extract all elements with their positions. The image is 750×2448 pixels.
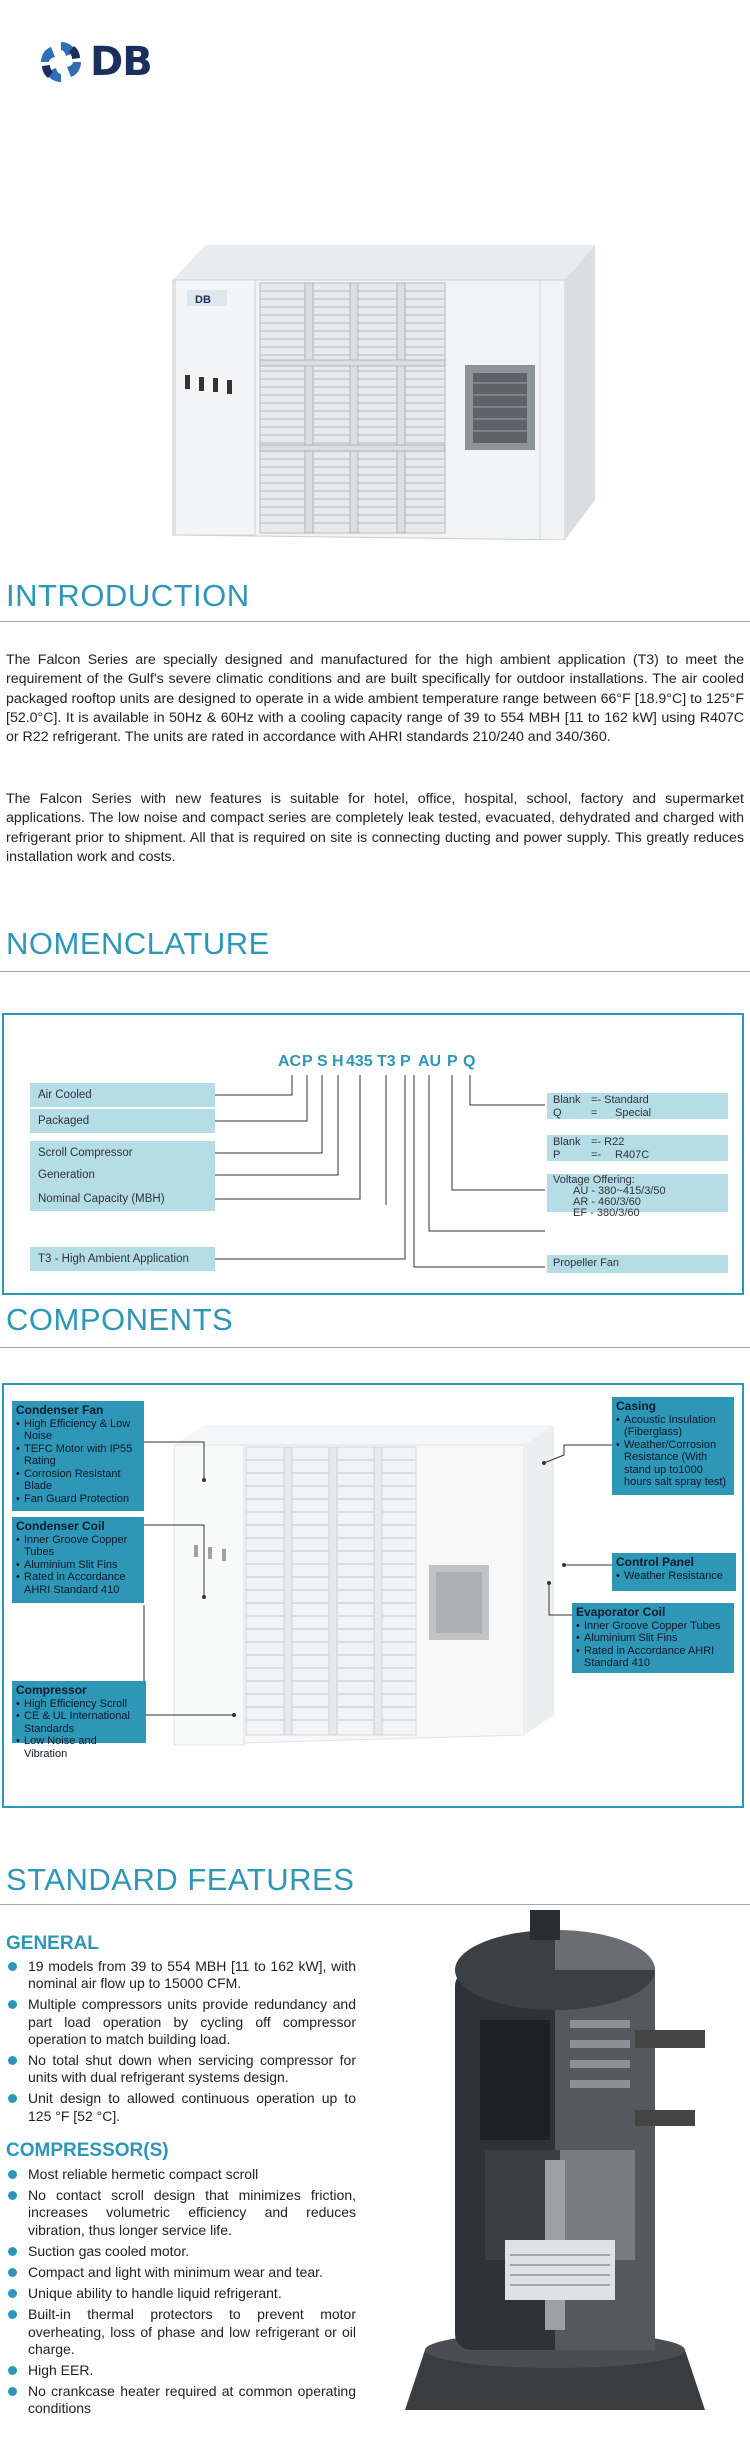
- nomenclature-option-key-2: Q: [553, 1107, 562, 1119]
- component-evaporator-coil: Evaporator Coil Inner Groove Copper Tube…: [572, 1603, 734, 1673]
- nomenclature-label-air-cooled: Air Cooled: [30, 1083, 215, 1107]
- nomenclature-code-refrigerant: P: [447, 1053, 458, 1070]
- component-compressor-item-3: Low Noise and Vibration: [16, 1735, 142, 1760]
- rooftop-unit-image: DB: [172, 245, 595, 540]
- component-condenser-fan: Condenser Fan High Efficiency & Low Nois…: [12, 1401, 144, 1511]
- nomenclature-code-t3: T3: [377, 1053, 396, 1070]
- component-condenser-coil-item-1: Inner Groove Copper Tubes: [16, 1534, 140, 1559]
- compressors-heading: COMPRESSOR(S): [6, 2140, 169, 2161]
- standard-features-divider: [0, 1904, 750, 1905]
- compressor-feature-item: Built-in thermal protectors to prevent m…: [6, 2306, 356, 2358]
- nomenclature-refrigerant-eq-2: =-: [591, 1149, 602, 1161]
- nomenclature-code-ac: AC: [278, 1053, 302, 1070]
- component-control-panel-title: Control Panel: [616, 1555, 695, 1569]
- nomenclature-connector-lines: [214, 1075, 545, 1268]
- component-condenser-coil: Condenser Coil Inner Groove Copper Tubes…: [12, 1517, 144, 1603]
- general-feature-item: No total shut down when servicing compre…: [6, 2052, 356, 2086]
- nomenclature-label-scroll-compressor: Scroll Compressor: [30, 1141, 215, 1165]
- nomenclature-diagram: AC P S H 435 T3 P AU P Q Air Cooled Pack…: [2, 1013, 744, 1295]
- compressor-feature-item: Compact and light with minimum wear and …: [6, 2264, 356, 2281]
- component-condenser-coil-item-2: Aluminium Slit Fins: [16, 1559, 140, 1572]
- nomenclature-refrigerant-key-2: P: [553, 1149, 561, 1161]
- component-control-panel-item-1: Weather Resistance: [616, 1570, 732, 1583]
- nomenclature-option-key-1: Blank: [553, 1094, 581, 1106]
- component-evaporator-coil-title: Evaporator Coil: [576, 1605, 666, 1619]
- introduction-paragraph-1: The Falcon Series are specially designed…: [6, 652, 744, 746]
- nomenclature-code-option: Q: [463, 1053, 476, 1070]
- component-compressor-item-1: High Efficiency Scroll: [16, 1698, 142, 1711]
- nomenclature-refrigerant-value-1: =- R22: [591, 1136, 625, 1148]
- nomenclature-refrigerant-value-2: R407C: [615, 1149, 650, 1161]
- compressor-feature-item: Unique ability to handle liquid refriger…: [6, 2285, 356, 2302]
- component-casing: Casing Acoustic Insulation (Fiberglass) …: [612, 1397, 734, 1495]
- svg-text:DB: DB: [195, 294, 211, 306]
- introduction-paragraph-2: The Falcon Series with new features is s…: [6, 791, 744, 865]
- general-heading: GENERAL: [6, 1933, 99, 1954]
- component-condenser-fan-title: Condenser Fan: [16, 1403, 104, 1417]
- nomenclature-label-capacity: Nominal Capacity (MBH): [30, 1187, 215, 1211]
- brand-logo-icon: [41, 42, 81, 82]
- nomenclature-voltage-box: Voltage Offering: AU - 380~415/3/50 AR -…: [547, 1174, 728, 1219]
- component-condenser-fan-item-3: Corrosion Resistant Blade: [16, 1468, 140, 1493]
- component-control-panel: Control Panel Weather Resistance: [612, 1553, 736, 1591]
- component-casing-item-1: Acoustic Insulation (Fiberglass): [616, 1414, 730, 1439]
- nomenclature-label-t3: T3 - High Ambient Application: [30, 1247, 215, 1271]
- compressor-feature-item: No contact scroll design that minimizes …: [6, 2187, 356, 2239]
- component-evaporator-coil-item-2: Aluminium Slit Fins: [576, 1632, 730, 1645]
- component-casing-title: Casing: [616, 1399, 657, 1413]
- nomenclature-label-packaged: Packaged: [30, 1109, 215, 1133]
- brand-name: DB: [90, 39, 153, 85]
- nomenclature-label-generation: Generation: [30, 1163, 215, 1187]
- component-compressor-title: Compressor: [16, 1683, 87, 1697]
- nomenclature-code-fan: P: [400, 1053, 411, 1070]
- component-compressor-item-2: CE & UL International Standards: [16, 1710, 142, 1735]
- compressor-feature-list: Most reliable hermetic compact scroll No…: [6, 2166, 356, 2422]
- components-title: COMPONENTS: [6, 1302, 234, 1337]
- component-casing-item-2: Weather/Corrosion Resistance (With stand…: [616, 1439, 730, 1489]
- nomenclature-option-eq-2: =: [591, 1107, 598, 1119]
- nomenclature-voltage-title: Voltage Offering:: [553, 1174, 635, 1186]
- nomenclature-code-capacity: 435: [346, 1053, 373, 1070]
- nomenclature-refrigerant-key-1: Blank: [553, 1136, 581, 1148]
- introduction-divider: [0, 621, 750, 622]
- nomenclature-divider: [0, 971, 750, 972]
- scroll-compressor-image: [405, 1910, 705, 2410]
- standard-features-title: STANDARD FEATURES: [6, 1862, 355, 1897]
- component-condenser-coil-item-3: Rated in Accordance AHRI Standard 410: [16, 1571, 140, 1596]
- nomenclature-voltage-ar: AR - 460/3/60: [573, 1196, 641, 1208]
- general-feature-item: Multiple compressors units provide redun…: [6, 1996, 356, 2048]
- nomenclature-option-box: Blank =- Standard Q = Special: [547, 1093, 728, 1119]
- introduction-title: INTRODUCTION: [6, 578, 250, 613]
- component-compressor: Compressor High Efficiency Scroll CE & U…: [12, 1681, 146, 1760]
- component-condenser-coil-title: Condenser Coil: [16, 1519, 105, 1533]
- nomenclature-option-value-1: =- Standard: [591, 1094, 649, 1106]
- nomenclature-fan-box: Propeller Fan: [547, 1255, 728, 1273]
- component-condenser-fan-item-1: High Efficiency & Low Noise: [16, 1418, 140, 1443]
- component-condenser-fan-item-4: Fan Guard Protection: [16, 1493, 140, 1506]
- compressor-feature-item: No crankcase heater required at common o…: [6, 2383, 356, 2417]
- nomenclature-voltage-au: AU - 380~415/3/50: [573, 1185, 666, 1197]
- compressor-feature-item: Most reliable hermetic compact scroll: [6, 2166, 356, 2183]
- component-evaporator-coil-item-1: Inner Groove Copper Tubes: [576, 1620, 730, 1633]
- nomenclature-code-s: S: [317, 1053, 328, 1070]
- components-diagram: Condenser Fan High Efficiency & Low Nois…: [2, 1383, 744, 1808]
- component-condenser-fan-item-2: TEFC Motor with IP55 Rating: [16, 1443, 140, 1468]
- nomenclature-title: NOMENCLATURE: [6, 926, 270, 961]
- compressor-feature-item: High EER.: [6, 2362, 356, 2379]
- components-unit-image: [173, 1425, 554, 1746]
- general-feature-item: Unit design to allowed continuous operat…: [6, 2090, 356, 2124]
- compressor-feature-item: Suction gas cooled motor.: [6, 2243, 356, 2260]
- nomenclature-refrigerant-box: Blank =- R22 P =- R407C: [547, 1135, 728, 1161]
- nomenclature-code-h: H: [332, 1053, 344, 1070]
- nomenclature-voltage-ef: EF - 380/3/60: [573, 1207, 640, 1219]
- nomenclature-fan-label: Propeller Fan: [553, 1257, 620, 1269]
- nomenclature-option-value-2: Special: [615, 1107, 652, 1119]
- nomenclature-code-p: P: [302, 1053, 313, 1070]
- components-divider: [0, 1347, 750, 1348]
- nomenclature-code-voltage: AU: [418, 1053, 442, 1070]
- component-evaporator-coil-item-3: Rated in Accordance AHRI Standard 410: [576, 1645, 730, 1670]
- general-feature-item: 19 models from 39 to 554 MBH [11 to 162 …: [6, 1958, 356, 1992]
- general-feature-list: 19 models from 39 to 554 MBH [11 to 162 …: [6, 1958, 356, 2129]
- brand-logo: DB: [36, 36, 153, 88]
